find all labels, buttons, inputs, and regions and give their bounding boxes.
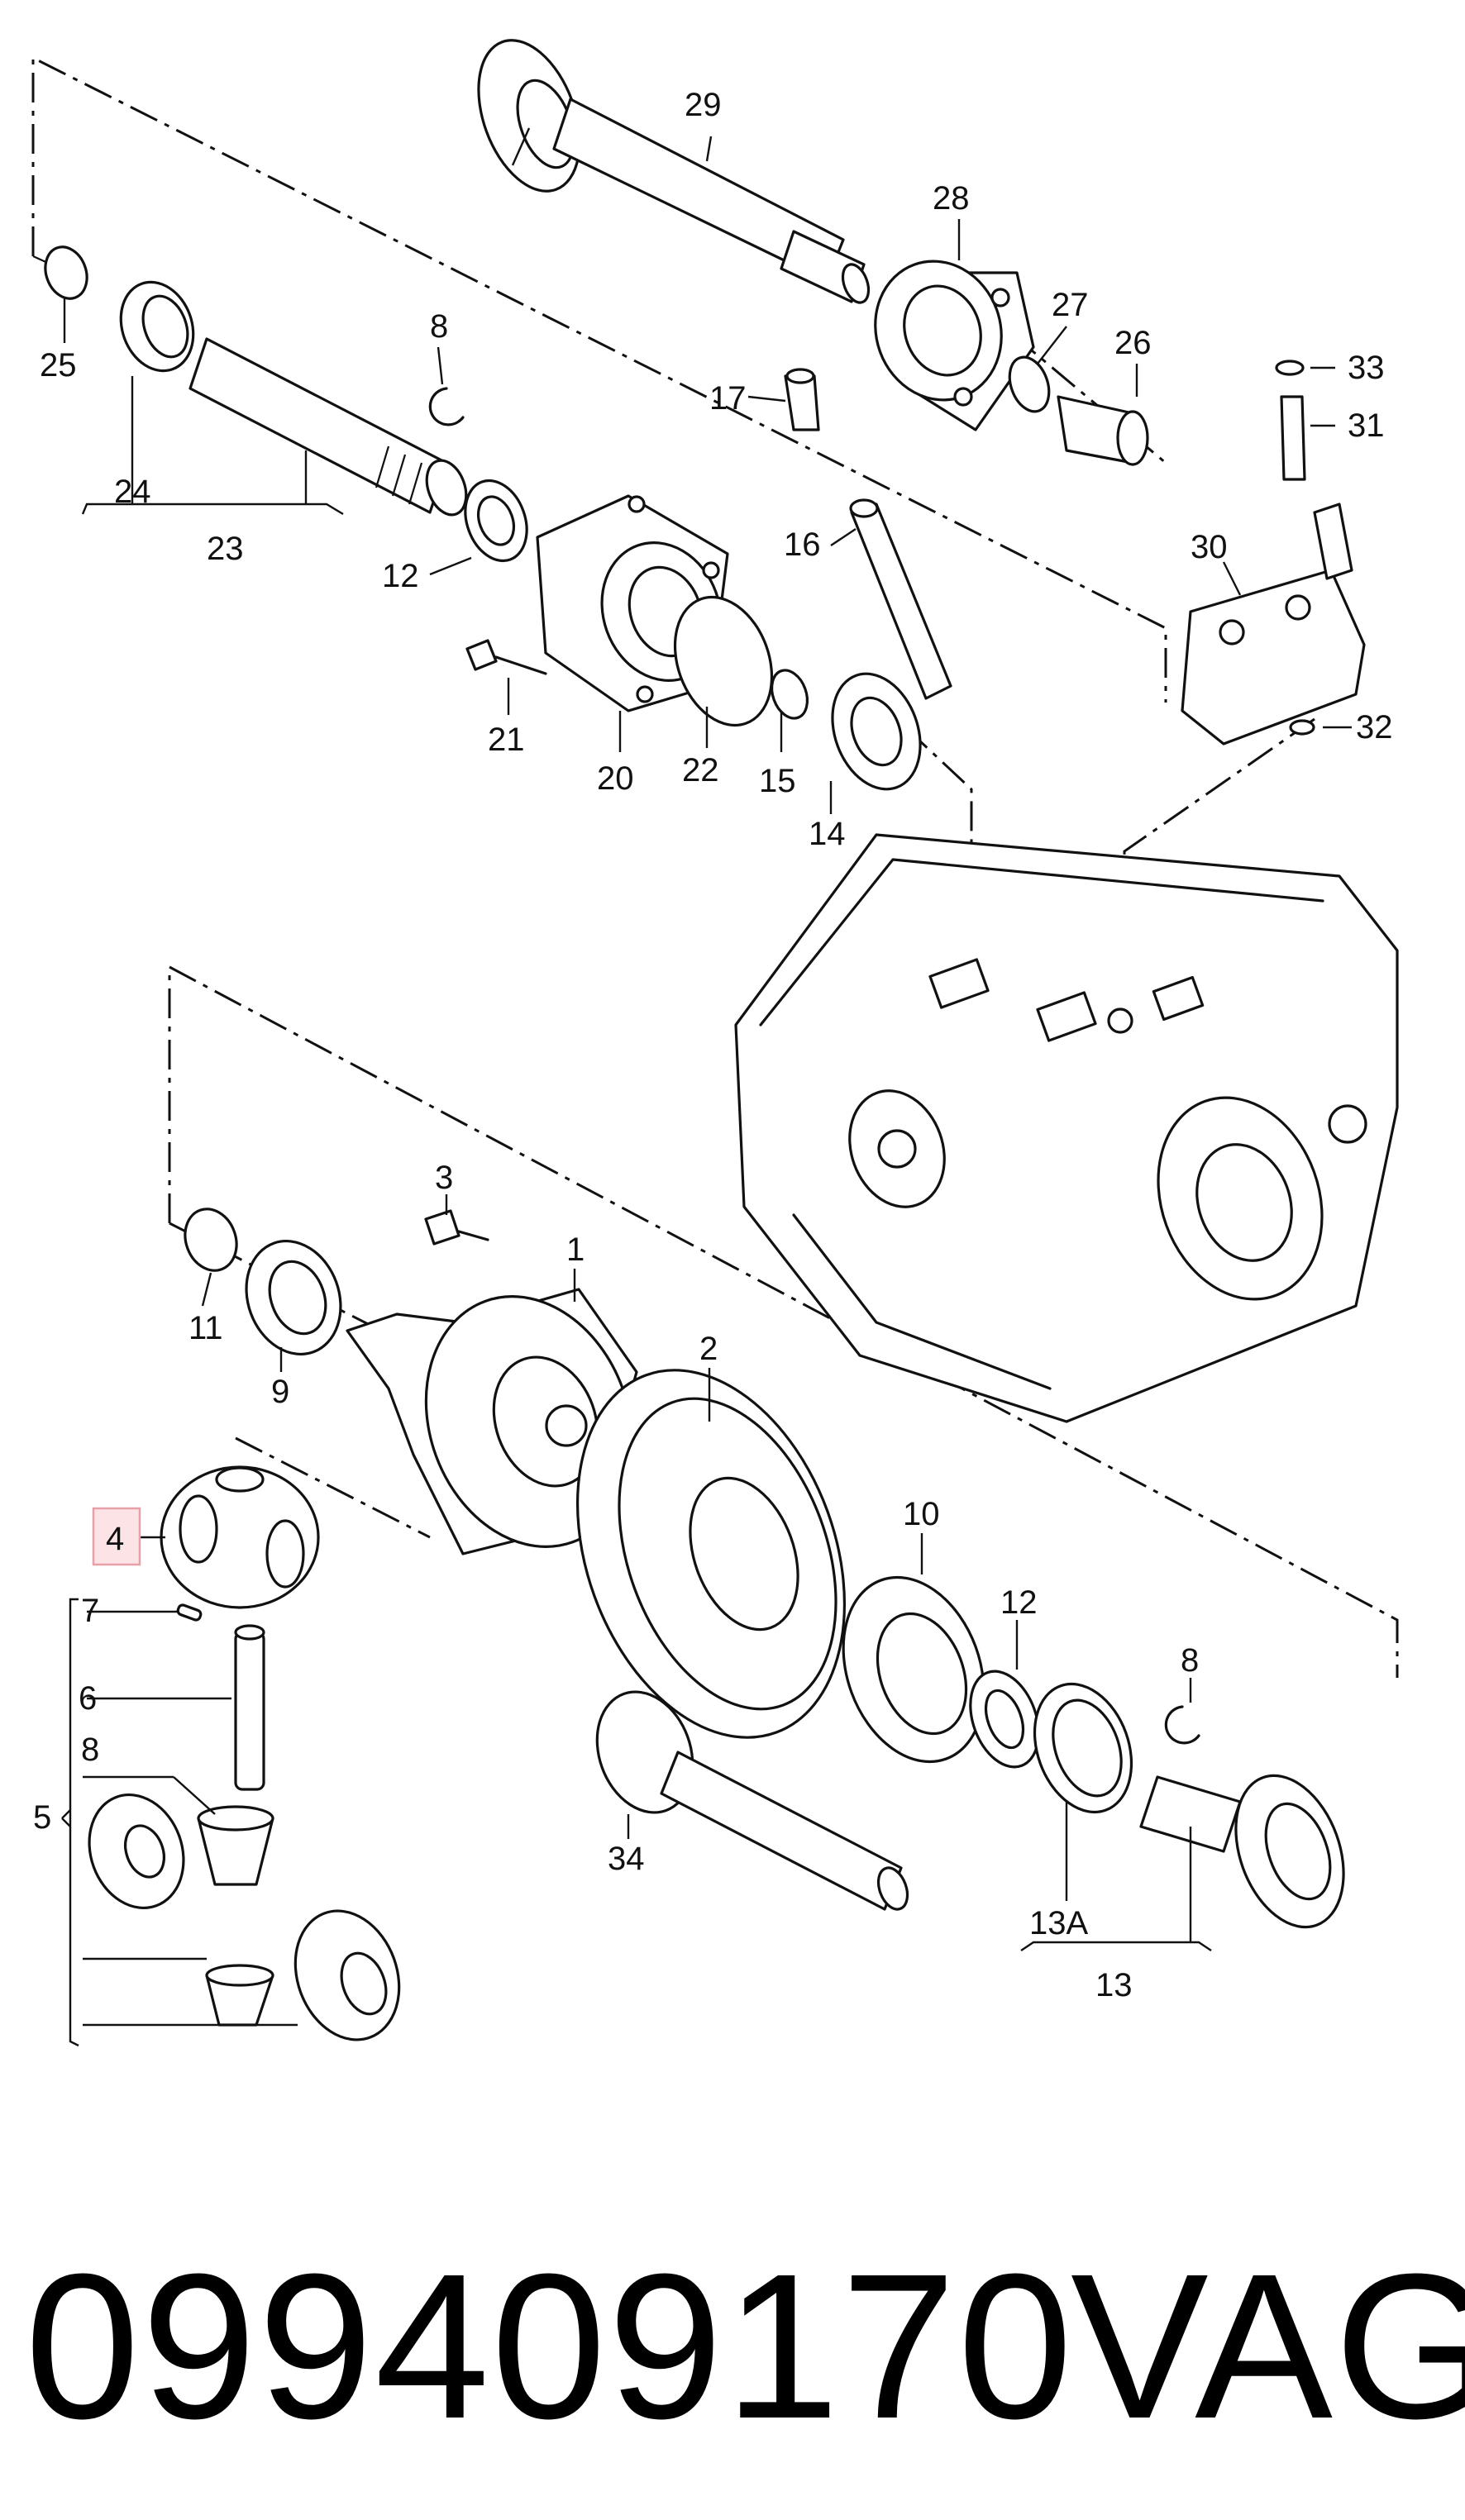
circlip-11 <box>184 1208 238 1272</box>
circlip-25 <box>44 245 88 300</box>
bracket-13 <box>1020 1802 1212 1951</box>
callout-labels: 29 28 27 26 25 8 24 23 17 33 31 16 30 12… <box>33 87 1393 2003</box>
planet-gear-8 <box>197 1805 274 1886</box>
drive-flange-shaft-29 <box>477 39 871 304</box>
bearing-10 <box>842 1575 985 1764</box>
seal-33 <box>1275 360 1305 376</box>
callout-25: 25 <box>40 347 77 383</box>
callout-21: 21 <box>488 722 525 758</box>
callout-29: 29 <box>685 87 722 123</box>
callout-8-upper: 8 <box>430 308 448 345</box>
callout-34: 34 <box>608 1841 645 1877</box>
bolt-3 <box>424 1209 489 1246</box>
callout-23: 23 <box>207 531 244 567</box>
bearing-12-upper <box>464 479 528 563</box>
callout-26: 26 <box>1114 325 1152 361</box>
bearing-9 <box>245 1239 342 1356</box>
speedo-sender-17 <box>784 368 820 431</box>
ring-13a <box>1033 1682 1133 1814</box>
callout-28: 28 <box>933 180 970 217</box>
bearing-ring-24 <box>119 280 195 373</box>
callout-4: 4 <box>106 1521 124 1557</box>
callout-11: 11 <box>188 1310 223 1346</box>
callout-7: 7 <box>81 1593 99 1629</box>
drive-flange-13 <box>1139 1774 1345 1929</box>
differential-housing-1 <box>346 1288 638 1555</box>
callout-13a: 13A <box>1029 1905 1088 1941</box>
callout-16: 16 <box>784 526 821 563</box>
callout-6: 6 <box>79 1680 97 1717</box>
callout-2: 2 <box>699 1331 718 1367</box>
callout-3: 3 <box>435 1160 453 1196</box>
callout-13: 13 <box>1095 1967 1133 2003</box>
callout-32: 32 <box>1356 709 1393 746</box>
callout-20: 20 <box>597 760 634 797</box>
callout-8-right: 8 <box>1181 1642 1199 1679</box>
callout-33: 33 <box>1348 350 1385 386</box>
callout-24: 24 <box>114 474 151 510</box>
circlip-15 <box>770 669 809 720</box>
o-ring-22 <box>673 595 774 727</box>
circlip-27 <box>1008 355 1051 413</box>
bracket-5 <box>61 1598 298 2047</box>
sleeve-26 <box>1057 395 1149 466</box>
input-shaft-23 <box>188 337 468 517</box>
callout-12-lower: 12 <box>1000 1584 1038 1621</box>
speedo-gear-14 <box>831 672 922 791</box>
gearbox-housing <box>734 833 1399 1423</box>
side-gear-right <box>293 1909 401 2041</box>
pinion-shaft-34 <box>595 1690 909 1911</box>
screw-31 <box>1280 395 1306 481</box>
callout-5: 5 <box>33 1799 51 1836</box>
differential-cage-4 <box>160 1465 320 1609</box>
callout-15: 15 <box>759 763 796 799</box>
planet-gear-lower <box>205 1964 274 2027</box>
callout-12-upper: 12 <box>382 558 419 594</box>
pin-7 <box>176 1603 203 1622</box>
assembly-leader-lines <box>904 717 1315 1017</box>
bearing-flange-28 <box>874 260 1035 431</box>
callout-30: 30 <box>1191 529 1228 565</box>
callout-14: 14 <box>809 816 846 852</box>
callout-8-left: 8 <box>81 1732 99 1768</box>
circlip-8-upper <box>428 387 465 426</box>
bearing-12-lower <box>969 1670 1040 1769</box>
callout-leaders <box>134 127 1352 1839</box>
callout-31: 31 <box>1348 407 1385 444</box>
bolt-21 <box>465 639 547 675</box>
callout-27: 27 <box>1052 287 1089 323</box>
callout-22: 22 <box>682 752 719 788</box>
seal-32 <box>1289 719 1315 736</box>
callout-9: 9 <box>271 1374 289 1410</box>
speedo-drive-16 <box>849 498 952 700</box>
callout-17: 17 <box>709 380 747 417</box>
part-number: 099409170 <box>25 2231 1074 2461</box>
brand-label: VAG <box>1071 2231 1465 2461</box>
highlight-box-4 <box>92 1507 141 1566</box>
circlip-8-lower <box>1164 1705 1200 1745</box>
callout-10: 10 <box>903 1496 940 1532</box>
oil-cooler-30 <box>1181 503 1366 746</box>
ring-gear-2 <box>575 1369 847 1739</box>
callout-1: 1 <box>566 1231 585 1268</box>
bracket-23 <box>63 298 344 516</box>
shaft-6 <box>234 1624 265 1791</box>
side-gear-left <box>88 1793 185 1910</box>
